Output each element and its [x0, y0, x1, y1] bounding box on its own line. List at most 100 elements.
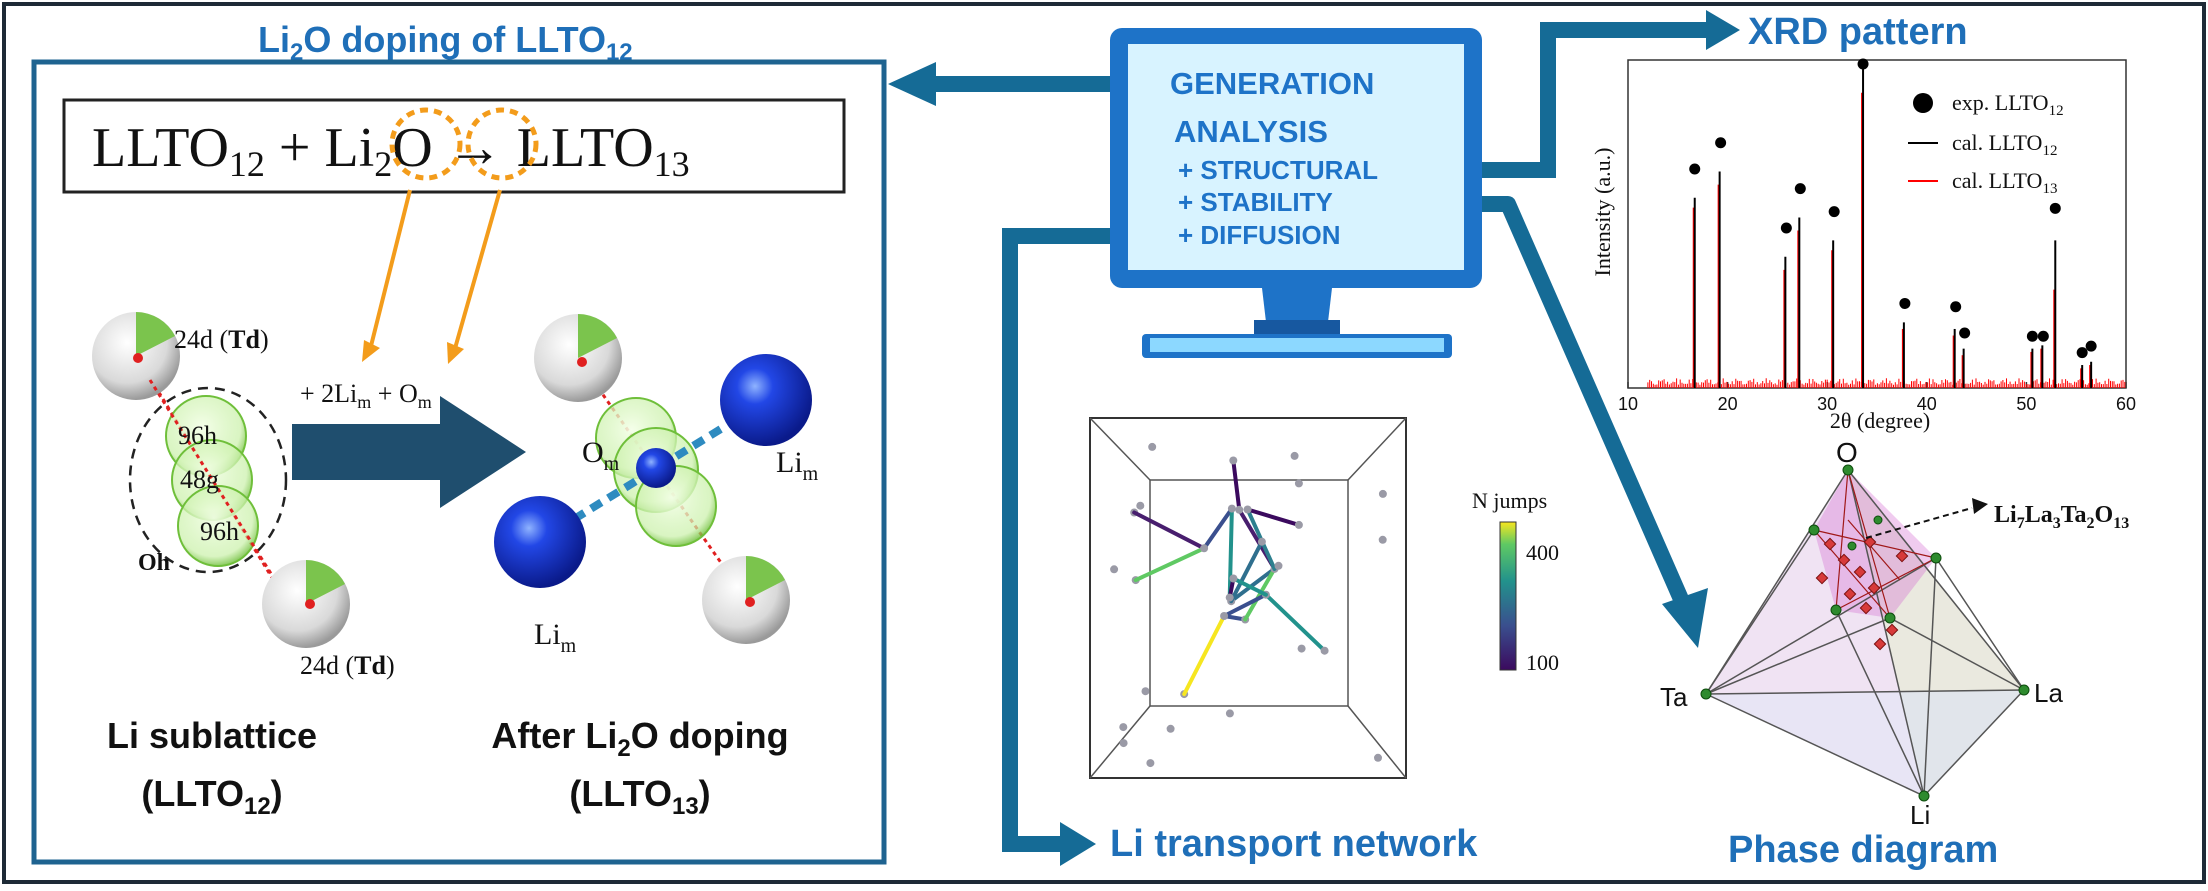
network-edge — [1243, 566, 1277, 622]
xrd-exp-point — [1857, 58, 1869, 70]
arrow-to-network — [1060, 822, 1096, 866]
label-96h-top: 96h — [178, 421, 217, 450]
phase-edges — [1705, 469, 2025, 797]
xrd-exp-point — [1950, 301, 1962, 313]
xrd-exp-point — [2076, 347, 2088, 359]
monitor-line-structural: + STRUCTURAL — [1178, 155, 1378, 185]
caption-llto13: (LLTO13) — [569, 773, 710, 820]
network-node — [1257, 537, 1266, 546]
xrd-exp-point — [1780, 222, 1792, 234]
network-node — [1148, 442, 1157, 451]
network-node — [1378, 489, 1387, 498]
o-highlight-circle — [465, 107, 539, 181]
network-node — [1227, 504, 1236, 513]
td-label-bottom: 24d (Td) — [300, 651, 395, 680]
lim-sphere-right — [720, 354, 812, 446]
colorbar — [1499, 521, 1517, 671]
network-title: Li transport network — [1110, 823, 1478, 865]
vertex-label-o: O — [1836, 437, 1858, 468]
orange-arrowhead-o — [447, 342, 464, 364]
doping-panel-title: Li2O doping of LLTO12 — [258, 19, 633, 66]
network-outer-box — [1089, 417, 1407, 779]
arrow-to-doping — [888, 62, 936, 106]
x-tick-label: 60 — [2116, 394, 2136, 414]
equation-box — [62, 98, 846, 194]
network-node — [1290, 451, 1299, 460]
arrow-label: + 2Lim + Om — [300, 379, 432, 412]
legend-cal12: cal. LLTO12 — [1952, 130, 2057, 159]
legend-cal13: cal. LLTO13 — [1952, 168, 2057, 197]
xrd-exp-point — [2049, 202, 2061, 214]
network-edge — [1222, 592, 1268, 618]
legend-exp: exp. LLTO12 — [1952, 90, 2064, 119]
96h-sphere-bottom — [177, 485, 259, 567]
network-node — [1274, 561, 1283, 570]
om-label: Om — [582, 436, 620, 475]
xrd-title: XRD pattern — [1748, 11, 1968, 53]
doping-panel: Li2O doping of LLTO12 LLTO12 + Li2O → LL… — [31, 19, 887, 865]
network-edge — [1133, 546, 1207, 583]
doping-panel-border — [31, 59, 887, 865]
label-48g: 48g — [180, 465, 219, 494]
monitor-line-analysis: ANALYSIS — [1174, 114, 1328, 149]
caption-li-sublattice: Li sublattice — [107, 715, 317, 756]
network-node — [1119, 723, 1128, 732]
li2-highlight-circle — [389, 107, 463, 181]
network-node — [1378, 535, 1387, 544]
lim-label-left: Lim — [534, 618, 577, 657]
om-sphere — [636, 448, 676, 488]
monitor-neck — [1262, 288, 1332, 322]
xrd-exp-point — [1899, 297, 1911, 309]
vertex-label-ta: Ta — [1660, 682, 1688, 712]
network-edge — [1245, 507, 1301, 527]
x-tick-label: 30 — [1817, 394, 1837, 414]
phase-vertices — [1700, 464, 2030, 802]
xrd-exp-point — [1828, 206, 1840, 218]
phase-title: Phase diagram — [1728, 829, 1998, 871]
orange-arrow-li — [368, 189, 412, 351]
network-node — [1294, 520, 1303, 529]
monitor-line-stability: + STABILITY — [1178, 187, 1333, 217]
network-node — [1225, 593, 1234, 602]
label-96h-bottom: 96h — [200, 517, 239, 546]
doped-structure: Om Lim Lim — [494, 314, 819, 657]
xrd-panel: XRD pattern Intensity (a.u.) 2θ (degree)… — [1590, 11, 2136, 433]
network-node — [1110, 565, 1119, 574]
label-oh: Oh — [138, 550, 170, 576]
x-tick-label: 10 — [1618, 394, 1638, 414]
network-node — [1320, 646, 1329, 655]
network-edge — [1132, 510, 1207, 551]
network-node — [1119, 739, 1128, 748]
compound-label: Li7La3Ta2O13 — [1994, 502, 2129, 532]
xrd-exp-point — [1959, 327, 1971, 339]
monitor-screen — [1128, 44, 1464, 270]
network-node — [1136, 501, 1145, 510]
td-label-top: 24d (Td) — [174, 325, 269, 354]
network-inner-box — [1149, 479, 1349, 707]
phase-diagram-panel: Li7La3Ta2O13 O Ta La Li Phase diagram — [1660, 437, 2129, 871]
li-sublattice-structure: 24d (Td) 96h 48g 96h Oh 24d (Td) — [92, 312, 395, 680]
network-node — [1374, 753, 1382, 762]
network-edge — [1231, 458, 1242, 512]
cbar-max: 400 — [1526, 540, 1559, 565]
legend-exp-marker — [1913, 93, 1933, 113]
vertex-label-la: La — [2034, 678, 2063, 708]
xrd-exp-point — [2026, 330, 2038, 342]
network-node — [1229, 574, 1238, 583]
network-node — [1141, 687, 1150, 696]
network-node — [1225, 709, 1234, 718]
network-panel: N jumps 400 100 Li transport network — [1089, 417, 1559, 865]
network-node — [1146, 759, 1155, 768]
arrow-to-xrd — [1706, 10, 1740, 50]
doping-big-arrow — [292, 396, 526, 508]
oh-dashed-ellipse — [128, 386, 288, 574]
x-tick-label: 50 — [2016, 394, 2036, 414]
computer-monitor: GENERATION ANALYSIS + STRUCTURAL + STABI… — [1110, 28, 1482, 358]
cbar-min: 100 — [1526, 650, 1559, 675]
xrd-exp-point — [1794, 183, 1806, 195]
network-node — [1229, 456, 1238, 465]
equation-text: LLTO12 + Li2O → LLTO13 — [92, 117, 690, 184]
